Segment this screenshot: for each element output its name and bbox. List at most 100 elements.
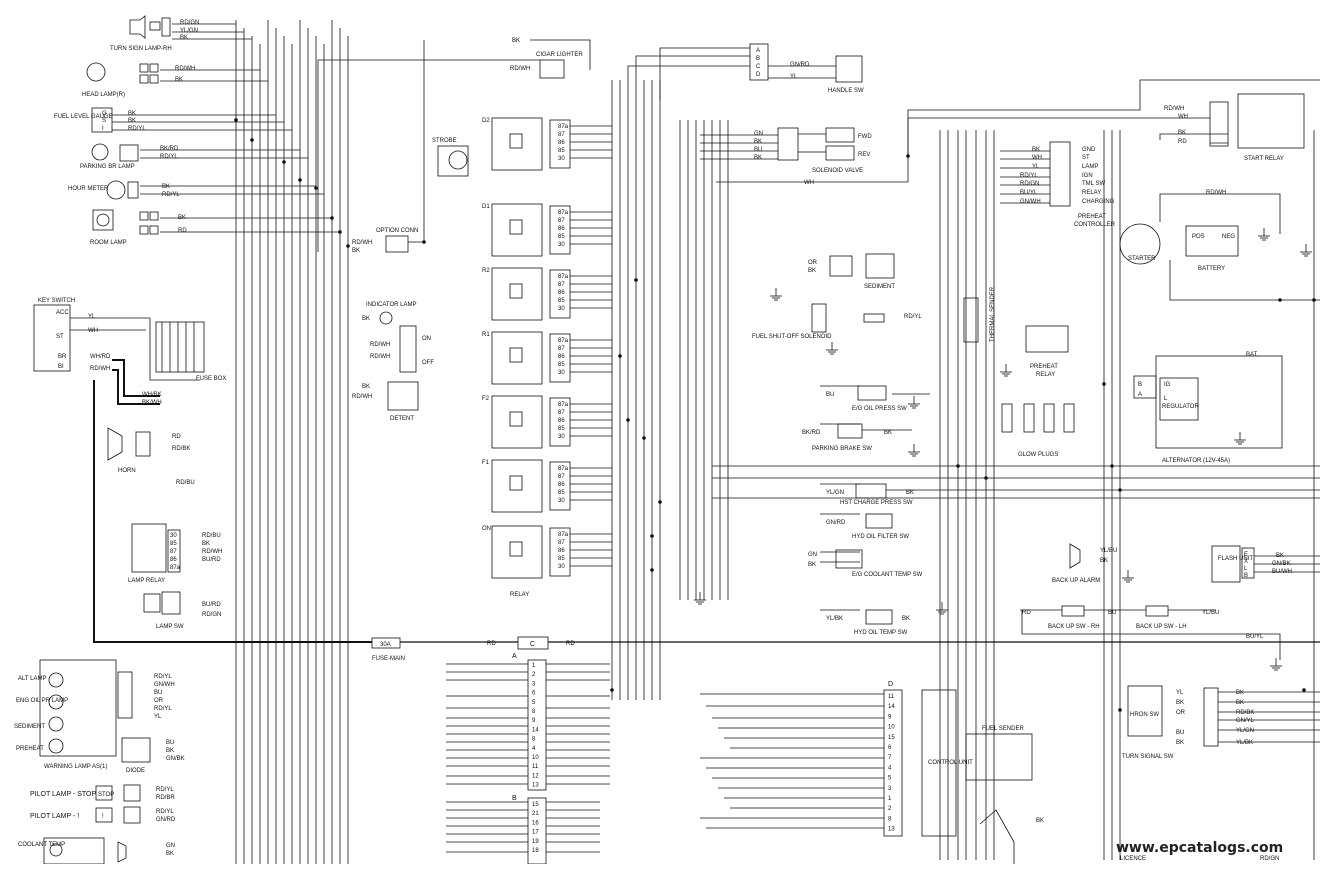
junction-dot [642, 436, 646, 440]
relay-coil [509, 411, 523, 427]
connector-a-pin: 8 [532, 709, 536, 715]
svg-text:B: B [1244, 573, 1248, 579]
connector-pin-labels: 1114910156745312813123658914841011121315… [532, 663, 895, 854]
svg-text:BACK UP ALARM: BACK UP ALARM [1052, 578, 1100, 584]
wire [1169, 260, 1320, 301]
room-lamp: ROOM LAMP BK RD [90, 209, 187, 246]
svg-text:BU: BU [1176, 730, 1184, 736]
control-unit-pin: 13 [888, 827, 895, 833]
junction-dot [906, 154, 910, 158]
ground-symbol [770, 288, 782, 301]
junction-dot [422, 240, 426, 244]
relay-body [491, 267, 543, 321]
svg-text:!: ! [102, 814, 104, 820]
relay-name: F2 [482, 396, 490, 402]
svg-text:RD/BR: RD/BR [156, 795, 175, 801]
svg-text:B: B [512, 795, 517, 802]
thermal-sender: THERMAL SENDER [963, 286, 996, 343]
battery: POS NEG BATTERY RD/WH [1185, 190, 1239, 272]
wire-harness [70, 20, 1320, 864]
junction-dot [346, 244, 350, 248]
indicator-lamp: INDICATOR LAMP ON OFF BK RD/WH RD/WH [362, 302, 434, 373]
relay-pin-label: 87a [558, 274, 569, 280]
svg-text:RD/BU: RD/BU [176, 480, 195, 486]
control-unit-pin: 1 [888, 796, 892, 802]
svg-text:RELAY: RELAY [1082, 190, 1101, 196]
relay-pin-label: 86 [558, 226, 565, 232]
relay-pin-label: 85 [558, 426, 565, 432]
svg-text:BK: BK [1032, 147, 1040, 153]
control-unit-pin: 10 [888, 725, 895, 731]
svg-text:STROBE: STROBE [432, 138, 457, 144]
svg-text:GN/RD: GN/RD [156, 817, 176, 823]
svg-text:BK: BK [1236, 690, 1244, 696]
connector-b: B [512, 795, 547, 865]
relay-pin-label: 86 [558, 290, 565, 296]
svg-text:X: X [1244, 559, 1248, 565]
svg-text:CIGAR LIGHTER: CIGAR LIGHTER [536, 52, 583, 58]
svg-text:C: C [530, 641, 535, 648]
svg-text:RD/WH: RD/WH [352, 240, 372, 246]
svg-text:BK/RD: BK/RD [160, 146, 179, 152]
control-unit-pin: 5 [888, 776, 892, 782]
relay-name: D1 [482, 204, 490, 210]
svg-text:RD/WH: RD/WH [175, 66, 195, 72]
relay-connector [549, 461, 571, 511]
svg-text:CONTROLLER: CONTROLLER [1074, 222, 1116, 228]
svg-text:HYD OIL FILTER SW: HYD OIL FILTER SW [852, 534, 909, 540]
svg-text:30: 30 [170, 533, 177, 539]
pilot-lamp-stop: PILOT LAMP - STOP STOP RD/YL RD/BR [30, 784, 175, 802]
ground-symbol [1234, 432, 1246, 445]
junction-dot [338, 230, 342, 234]
connector-a: A [512, 653, 547, 791]
relay-pin-label: 87a [558, 402, 569, 408]
wire [1159, 193, 1281, 234]
svg-text:RD/WH: RD/WH [1164, 106, 1184, 112]
relay-pin-label: 87a [558, 338, 569, 344]
svg-text:RD/YL: RD/YL [156, 787, 174, 793]
ground-symbol [826, 342, 838, 355]
svg-text:ON: ON [422, 336, 431, 342]
svg-text:HST CHARGE PRESS SW: HST CHARGE PRESS SW [840, 500, 913, 506]
relay-modules: D287a87868530D187a87868530R287a87868530R… [482, 117, 612, 579]
connector-b-pin: 18 [532, 848, 539, 854]
svg-text:RD/YL: RD/YL [162, 192, 180, 198]
control-unit-pin: 6 [888, 745, 892, 751]
svg-text:YL/BU: YL/BU [1100, 548, 1117, 554]
relay-pin-label: 86 [558, 548, 565, 554]
svg-text:RD/GN: RD/GN [1020, 181, 1039, 187]
svg-text:YL/GN: YL/GN [826, 490, 844, 496]
fuel-shutoff-solenoid: FUEL SHUT-OFF SOLENOID RD/YL [752, 303, 922, 340]
svg-text:HYD OIL TEMP SW: HYD OIL TEMP SW [854, 630, 908, 636]
connector-a-pin: 4 [532, 746, 536, 752]
svg-text:COOLANT TEMP: COOLANT TEMP [18, 842, 65, 848]
svg-text:G: G [102, 111, 107, 117]
svg-text:GN/RD: GN/RD [826, 520, 846, 526]
svg-text:OPTION CONN: OPTION CONN [376, 228, 418, 234]
svg-text:NEG: NEG [1222, 234, 1235, 240]
watermark: www.epcatalogs.com [1116, 840, 1283, 856]
svg-text:BU/YL: BU/YL [1246, 634, 1264, 640]
svg-text:BK: BK [162, 184, 170, 190]
relay-pin-label: 85 [558, 298, 565, 304]
svg-text:BK: BK [906, 490, 914, 496]
hour-meter: HOUR METER BK RD/YL [68, 180, 180, 200]
svg-text:YL/BK: YL/BK [1236, 740, 1253, 746]
svg-text:RD/WH: RD/WH [370, 354, 390, 360]
wire [979, 809, 1015, 864]
connector-b-pin: 16 [532, 820, 539, 826]
svg-text:PARKING BRAKE SW: PARKING BRAKE SW [812, 446, 872, 452]
svg-text:BU/RD: BU/RD [202, 602, 221, 608]
svg-text:GN/WH: GN/WH [1020, 199, 1041, 205]
ground-symbol [694, 592, 706, 605]
svg-text:LAMP: LAMP [1082, 164, 1098, 170]
diode: DIODE BU BK GN/BK [121, 737, 185, 774]
hst-charge-press-sw: HST CHARGE PRESS SW YL/GN BK [826, 483, 914, 506]
control-unit-pin: 3 [888, 786, 892, 792]
junction-dot [626, 418, 630, 422]
svg-text:WH: WH [88, 328, 98, 334]
turn-sign-lamp-rh-label: TURN SIGN LAMP-RH [110, 46, 172, 52]
